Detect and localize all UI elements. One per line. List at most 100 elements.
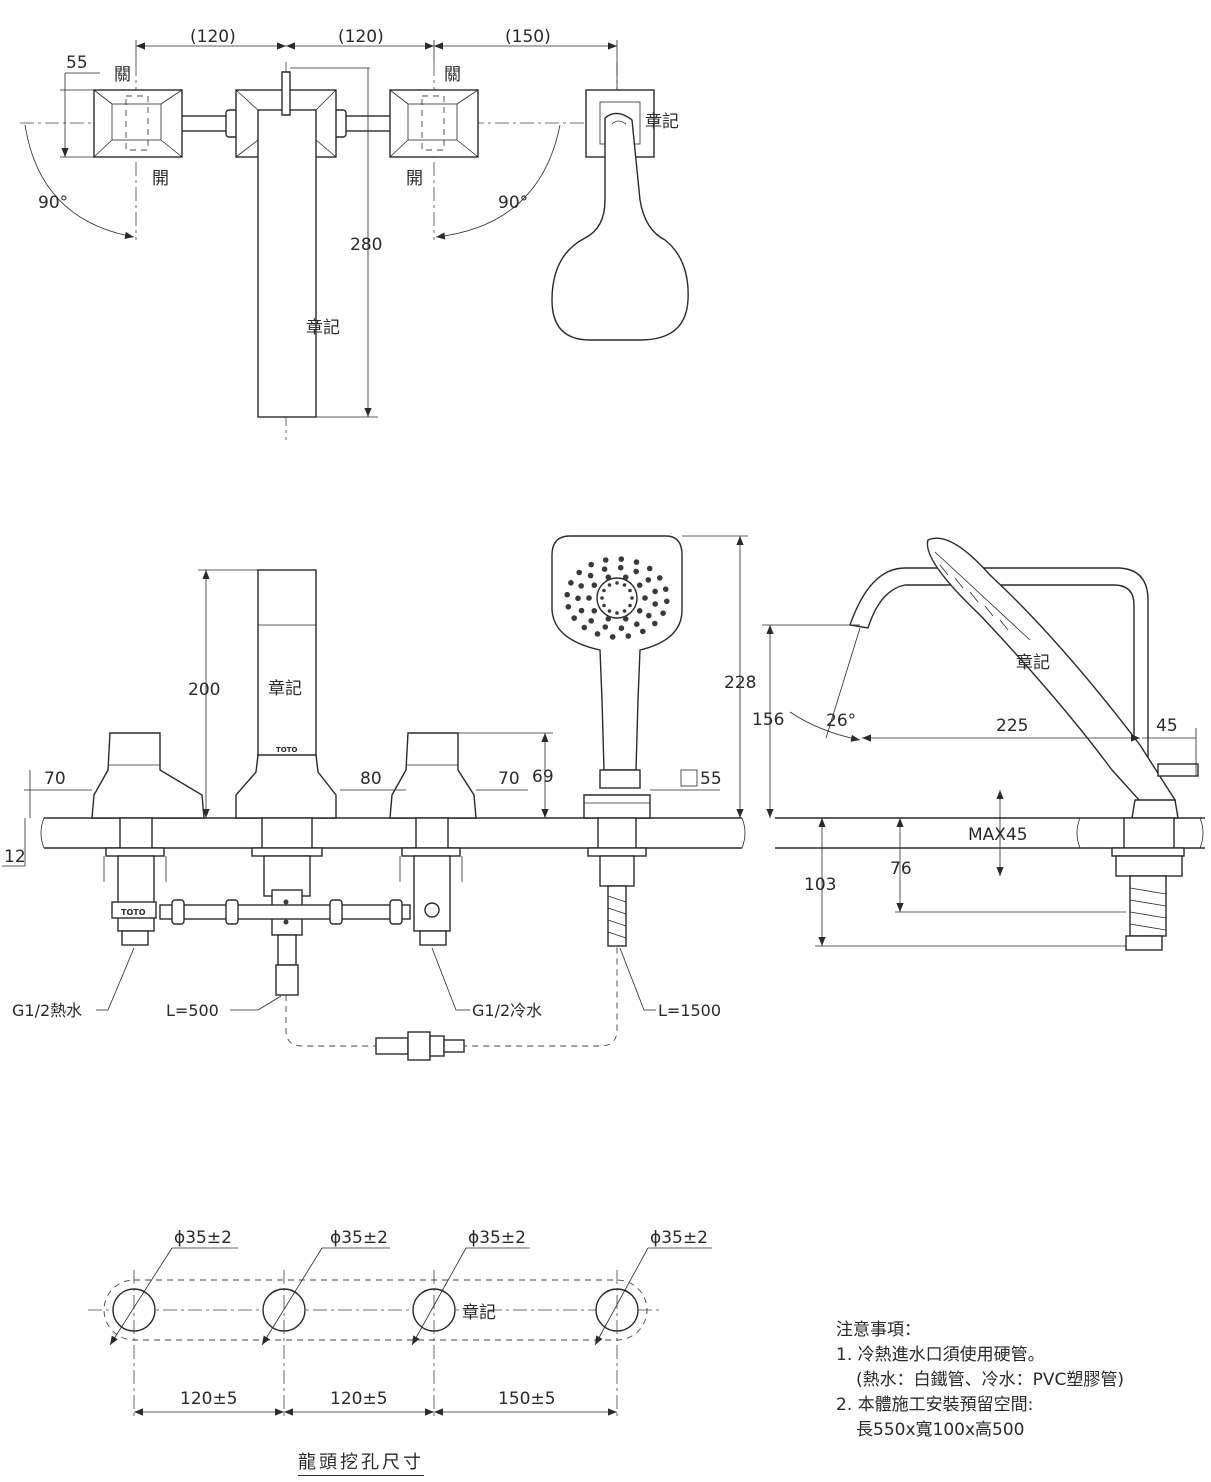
nozzle-dot <box>640 628 646 635</box>
callout-cold: G1/2冷水 <box>472 1001 542 1020</box>
angle-right: 90° <box>498 193 528 213</box>
nozzle-dot <box>652 620 658 627</box>
spacing-1: 120±5 <box>180 1389 238 1409</box>
hand-shower-top <box>551 89 689 341</box>
dim-tail: 45 <box>1156 716 1178 736</box>
spacing-2: 120±5 <box>330 1389 388 1409</box>
label-open-right: 開 <box>406 169 423 189</box>
nozzle-dot <box>568 580 574 586</box>
dim-shower-height: 228 <box>724 673 756 693</box>
brand-mark-front: 章記 <box>268 679 302 699</box>
side-view: 156 26° 225 45 MAX45 76 103 章記 <box>752 537 1205 951</box>
dim-shower-base: 55 <box>700 769 722 789</box>
nozzle-dot <box>607 609 612 613</box>
spacing-3: 150±5 <box>498 1389 556 1409</box>
toto-logo: TOTO <box>276 746 298 754</box>
nozzle-dot <box>588 561 594 568</box>
nozzle-dot <box>652 588 658 595</box>
note-line-3: 2. 本體施工安裝預留空間: <box>836 1395 1034 1415</box>
nozzle-dot <box>628 588 632 593</box>
nozzle-dot <box>660 610 666 616</box>
cold-handle-front <box>389 732 477 946</box>
hole-dia-4: ϕ35±2 <box>650 1228 708 1248</box>
nozzle-dot <box>652 601 658 607</box>
hot-handle-front: TOTO <box>91 732 205 946</box>
brand-mark-side: 章記 <box>1016 653 1050 673</box>
dim-base-left: 70 <box>44 769 66 789</box>
nozzle-dot <box>615 581 619 585</box>
nozzle-dot <box>662 586 669 592</box>
nozzle-dot <box>591 608 598 614</box>
nozzle-dot <box>600 596 604 600</box>
svg-text:TOTO: TOTO <box>121 908 146 917</box>
dim-reach: 225 <box>996 716 1028 736</box>
nozzle-dot <box>622 583 627 587</box>
brand-mark-spout: 章記 <box>306 318 340 338</box>
nozzle-dot <box>565 604 572 610</box>
cold-handle-top <box>389 89 479 158</box>
nozzle-dot <box>578 583 584 589</box>
brand-mark-hole: 章記 <box>462 1303 496 1323</box>
label-close-left: 關 <box>114 65 131 85</box>
nozzle-dot <box>618 625 625 631</box>
dim-span-right: (150) <box>505 27 551 47</box>
brand-mark-shower: 章記 <box>645 112 679 132</box>
nozzle-dot <box>602 588 606 593</box>
nozzle-dot <box>633 568 639 575</box>
label-close-right: 關 <box>444 65 461 85</box>
hot-handle-top <box>93 89 183 158</box>
dim-base-right: 70 <box>498 769 520 789</box>
nozzle-dot <box>564 591 570 598</box>
hole-dia-2: ϕ35±2 <box>330 1228 388 1248</box>
nozzle-dot <box>617 564 624 571</box>
dim-span-mid: (120) <box>338 27 384 47</box>
nozzle-dot <box>630 596 634 600</box>
hole-view: ϕ35±2 ϕ35±2 ϕ35±2 ϕ35±2 120±5 120±5 150±… <box>88 1228 712 1420</box>
note-line-2: (熱水：白鐵管、冷水：PVC塑膠管) <box>856 1370 1125 1390</box>
spout-front: TOTO <box>235 569 337 996</box>
nozzle-dot <box>618 556 625 562</box>
nozzle-dot <box>605 574 612 580</box>
dim-holder-height: 156 <box>752 710 784 730</box>
note-line-4: 長550x寬100x高500 <box>856 1420 1025 1440</box>
nozzle-dot <box>636 582 643 588</box>
dim-deck: 12 <box>4 847 26 867</box>
nozzle-dot <box>633 559 640 565</box>
nozzle-dot <box>602 603 606 608</box>
nozzle-dot <box>615 611 619 615</box>
dim-deck-max: MAX45 <box>968 825 1028 845</box>
hole-dia-1: ϕ35±2 <box>174 1228 232 1248</box>
nozzle-dot <box>646 565 653 572</box>
dim-under-103: 103 <box>804 875 836 895</box>
nozzle-dot <box>645 577 652 583</box>
nozzle-dot <box>571 615 577 621</box>
hole-dia-3: ϕ35±2 <box>468 1228 526 1248</box>
nozzle-dot <box>588 618 594 624</box>
nozzle-dot <box>609 634 616 640</box>
nozzle-dot <box>634 621 640 627</box>
dim-spout-length: 280 <box>350 235 382 255</box>
nozzle-dot <box>636 608 643 614</box>
hose-connector <box>375 1031 465 1061</box>
nozzle-dot <box>578 607 585 614</box>
label-open-left: 開 <box>152 169 169 189</box>
callout-hot: G1/2熱水 <box>12 1001 82 1020</box>
dim-under-76: 76 <box>890 859 912 879</box>
nozzle-dot <box>586 595 592 601</box>
nozzle-dot <box>607 583 612 587</box>
nozzle-dot <box>642 595 648 601</box>
hole-caption: 龍頭挖孔尺寸 <box>298 1448 424 1476</box>
callout-hose-long: L=1500 <box>658 1001 721 1020</box>
dim-base-mid: 80 <box>360 769 382 789</box>
nozzle-dot <box>591 582 598 588</box>
angle-side: 26° <box>826 711 856 731</box>
installation-notes: 注意事項： 1. 冷熱進水口須使用硬管。 (熱水：白鐵管、冷水：PVC塑膠管) … <box>836 1318 1196 1443</box>
nozzle-dot <box>622 609 627 613</box>
front-view: TOTO TOTO <box>2 535 756 1061</box>
notes-heading: 注意事項： <box>836 1320 921 1340</box>
nozzle-dot <box>646 612 652 619</box>
side-base <box>1111 799 1185 951</box>
spout-top <box>235 67 370 418</box>
dim-handle-offset: 55 <box>66 53 88 73</box>
